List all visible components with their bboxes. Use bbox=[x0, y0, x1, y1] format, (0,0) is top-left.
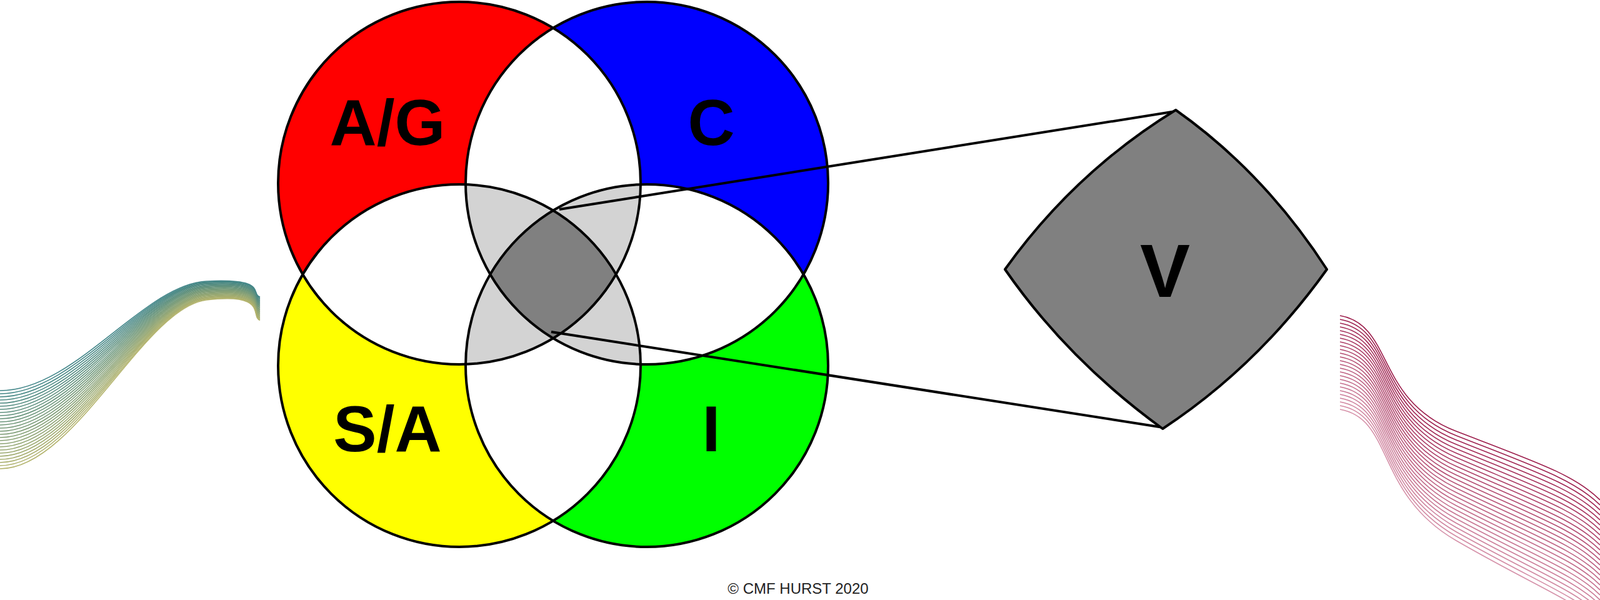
wave-line bbox=[0, 291, 260, 438]
wave-line bbox=[1340, 349, 1600, 545]
wave-line bbox=[0, 293, 260, 447]
node-label: C bbox=[687, 90, 735, 155]
diamond-shape bbox=[1005, 110, 1327, 429]
node-label: A/G bbox=[330, 90, 446, 155]
wave-line bbox=[0, 290, 260, 435]
pair-overlap bbox=[278, 1, 829, 547]
wave-line bbox=[1340, 375, 1600, 580]
wave-line bbox=[0, 298, 260, 469]
copyright-note: © CMF HURST 2020 bbox=[727, 580, 869, 598]
wave-line bbox=[0, 296, 260, 460]
zoom-diamond: V bbox=[1002, 107, 1330, 432]
wave-line bbox=[1340, 394, 1600, 600]
node-label: I bbox=[702, 396, 721, 462]
wave-line bbox=[1340, 390, 1600, 600]
venn-circle: I bbox=[465, 184, 829, 547]
wave-line bbox=[1340, 401, 1600, 600]
wave-line bbox=[1340, 356, 1600, 555]
wave-line bbox=[1340, 334, 1600, 525]
wave-line bbox=[1340, 409, 1600, 600]
node-label: V bbox=[1140, 233, 1190, 309]
wave-line bbox=[1340, 398, 1600, 600]
venn-circle: A/G bbox=[278, 1, 641, 365]
wave-line bbox=[0, 295, 260, 454]
venn-circle: S/A bbox=[278, 184, 641, 547]
venn-circle: C bbox=[465, 1, 829, 365]
wave-line bbox=[0, 291, 260, 441]
wave-line bbox=[1340, 353, 1600, 550]
wave-line bbox=[1340, 383, 1600, 590]
wave-line bbox=[1340, 330, 1600, 520]
triple-overlap bbox=[278, 184, 829, 547]
wave-line bbox=[1340, 338, 1600, 530]
wave-line bbox=[0, 293, 260, 444]
wave-line bbox=[1340, 386, 1600, 595]
wave-line bbox=[0, 296, 260, 463]
wave-line bbox=[0, 284, 260, 407]
wave-line bbox=[1340, 405, 1600, 600]
wave-line bbox=[0, 297, 260, 466]
pair-overlap bbox=[278, 184, 829, 547]
wave-line bbox=[1340, 379, 1600, 585]
circle-outlines bbox=[278, 1, 829, 547]
node-label: S/A bbox=[333, 396, 442, 462]
wave-line bbox=[0, 294, 260, 450]
wave-line bbox=[0, 295, 260, 457]
